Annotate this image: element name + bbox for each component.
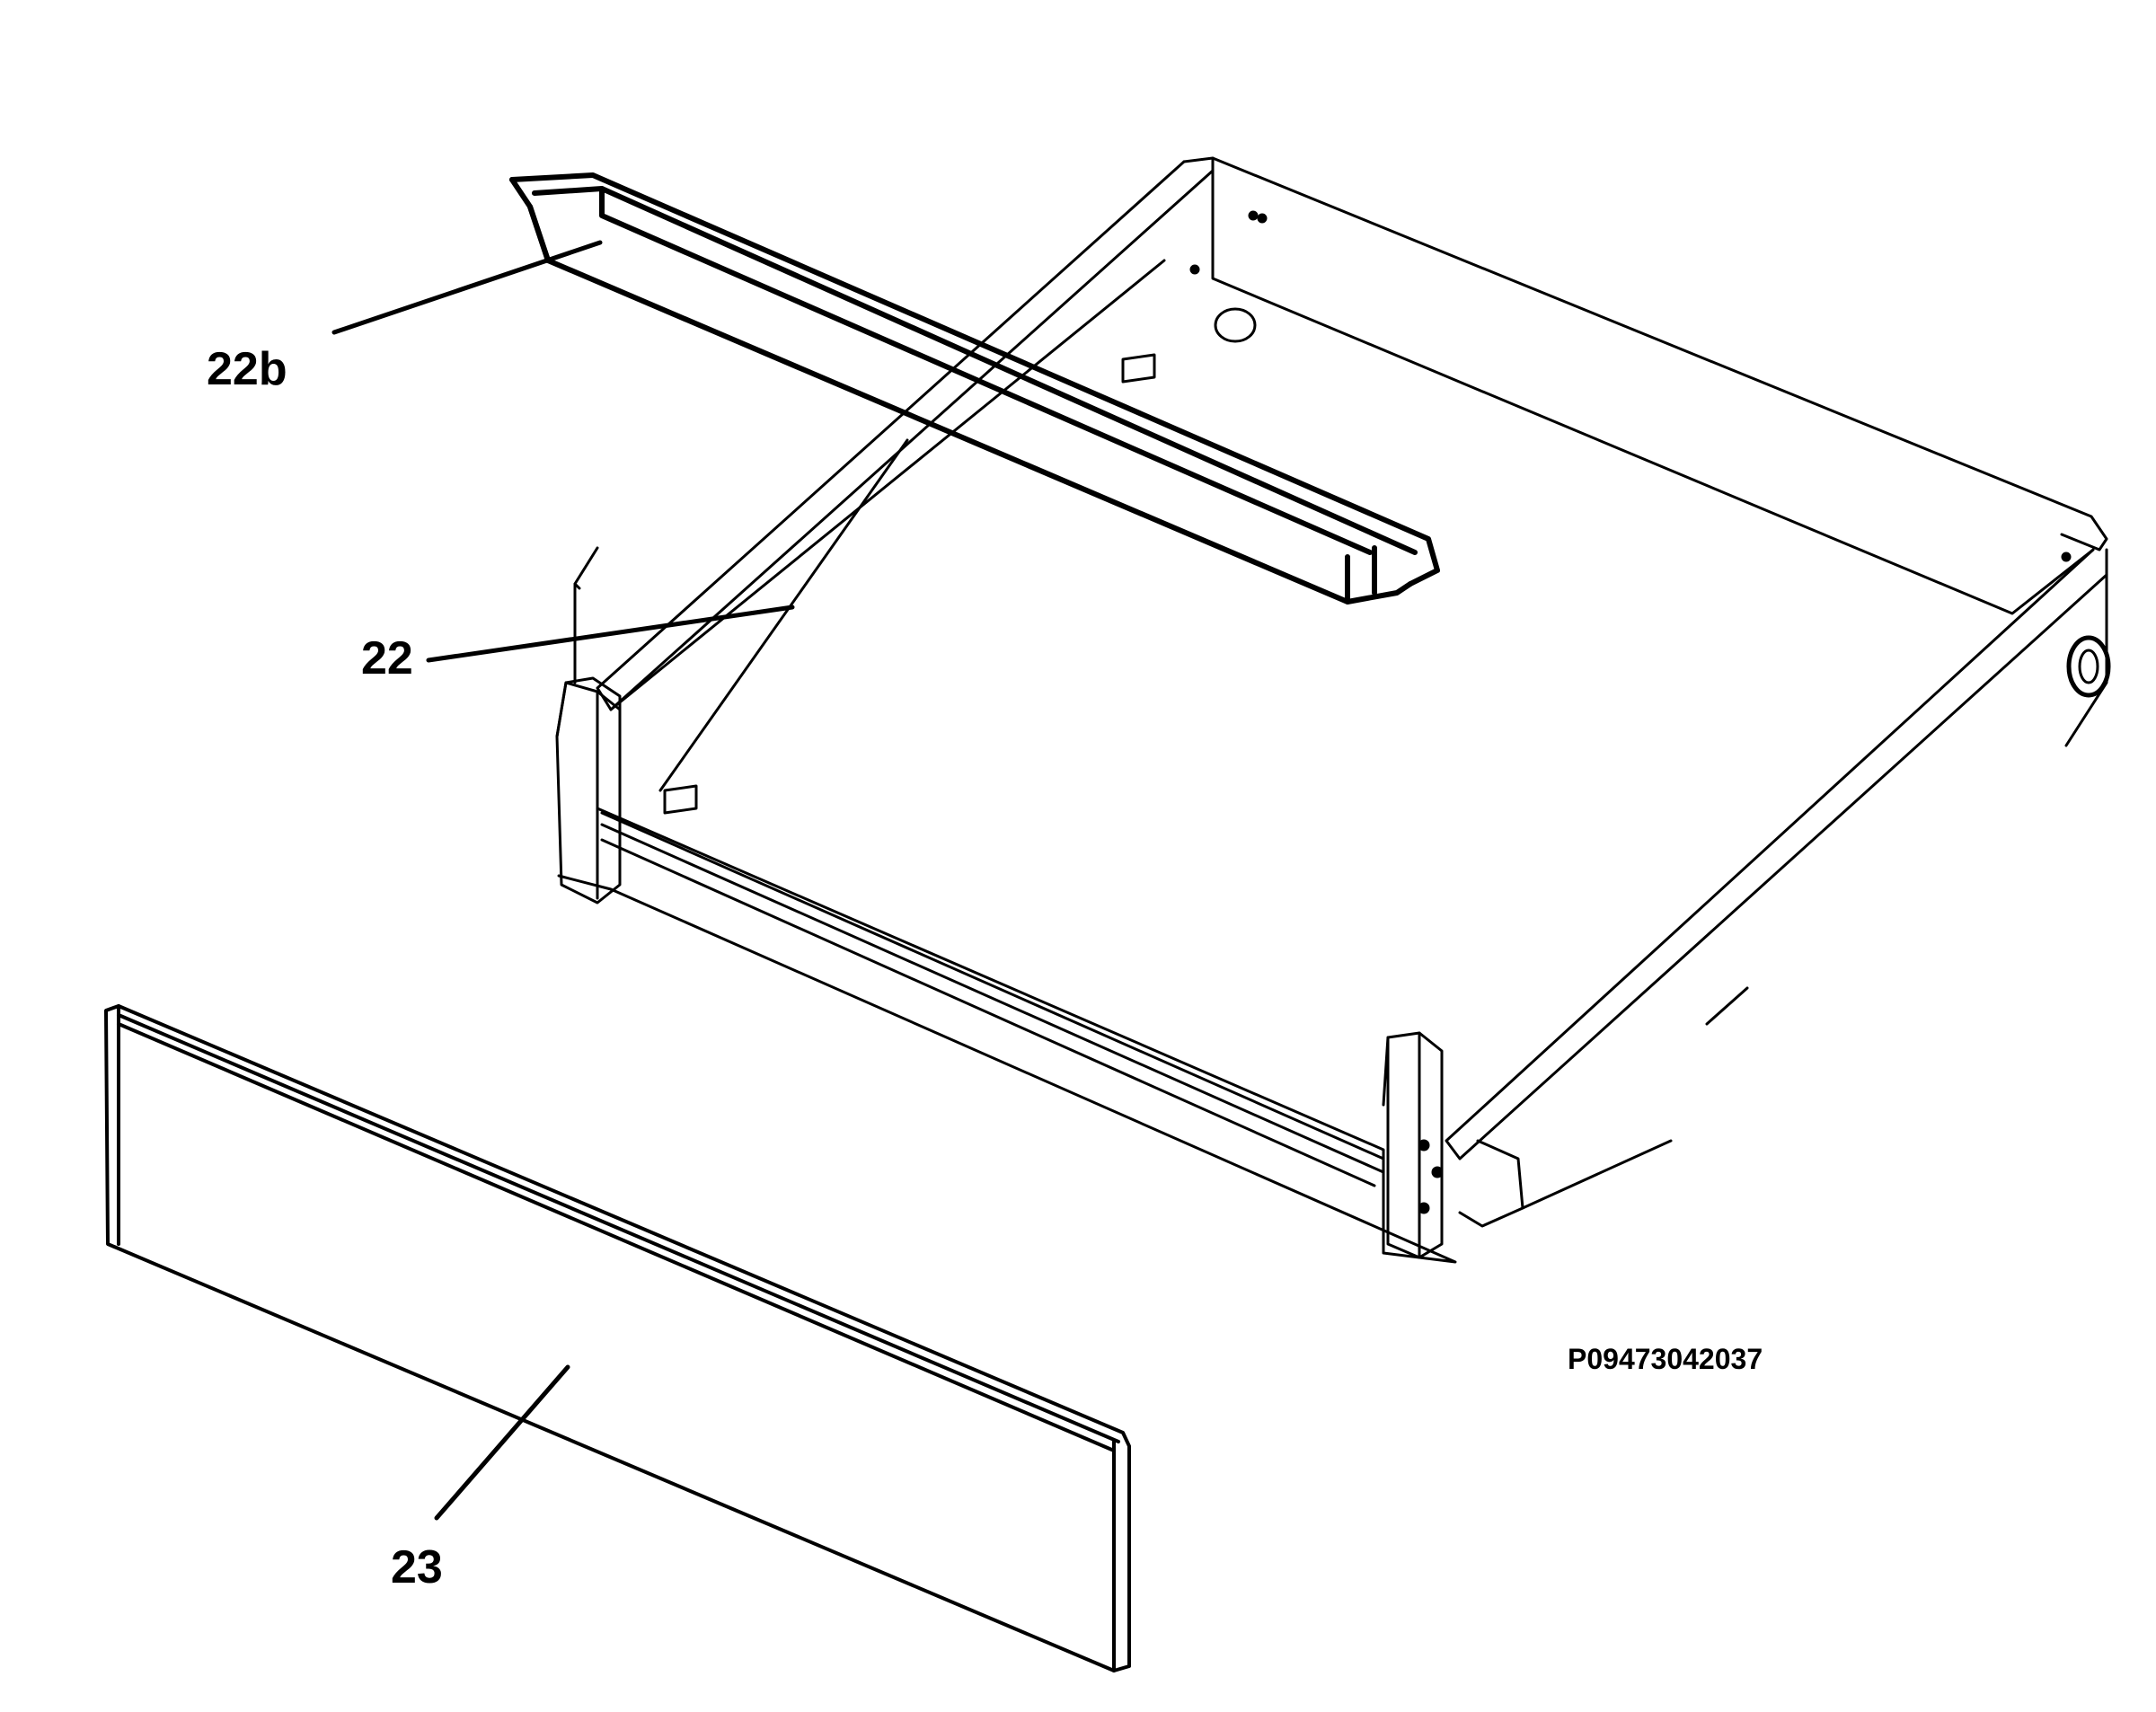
rivet-icon — [1418, 1139, 1430, 1152]
handle-bar — [509, 172, 1440, 604]
leader-22 — [426, 604, 795, 663]
callout-label-23: 23 — [391, 1541, 443, 1593]
tray-floor-edge — [658, 438, 909, 792]
drain-hole-icon — [1214, 307, 1257, 343]
drawer-tray — [555, 156, 2111, 1264]
tray-back-wall-inner — [1211, 156, 2095, 615]
leader-22b — [331, 240, 603, 335]
front-panel-top-bevel — [117, 1013, 1120, 1443]
tray-front-face — [557, 807, 1457, 1264]
left-bracket-icon — [564, 676, 622, 716]
callout-label-22b: 22b — [207, 343, 287, 395]
callout-leaders — [331, 240, 795, 1521]
leader-23 — [434, 1364, 570, 1521]
tray-back-wall — [1182, 156, 2108, 552]
handle-bar-top-edge — [509, 172, 1440, 587]
tray-left-post — [555, 681, 622, 905]
front-panel-outline — [104, 1004, 1131, 1672]
callout-label-22: 22 — [361, 632, 413, 684]
tray-right-wall — [1445, 548, 2108, 1160]
handle-bar-front-edge — [527, 204, 1413, 604]
tray-left-wall — [596, 160, 1215, 711]
mounting-tab-icon — [1121, 353, 1156, 384]
knob-icon — [2066, 635, 2111, 698]
tray-right-flange — [1458, 1139, 1524, 1228]
front-panel — [104, 1004, 1131, 1672]
handle-bar-left-end — [509, 177, 551, 263]
reference-code: P09473042037 — [1568, 1343, 1763, 1375]
tray-left-wall-lower — [609, 259, 1166, 711]
tray-front-top-rail — [600, 811, 1385, 1160]
tray-right-post — [1386, 1031, 1444, 1259]
tray-right-bottom-rail — [1521, 1139, 1673, 1210]
